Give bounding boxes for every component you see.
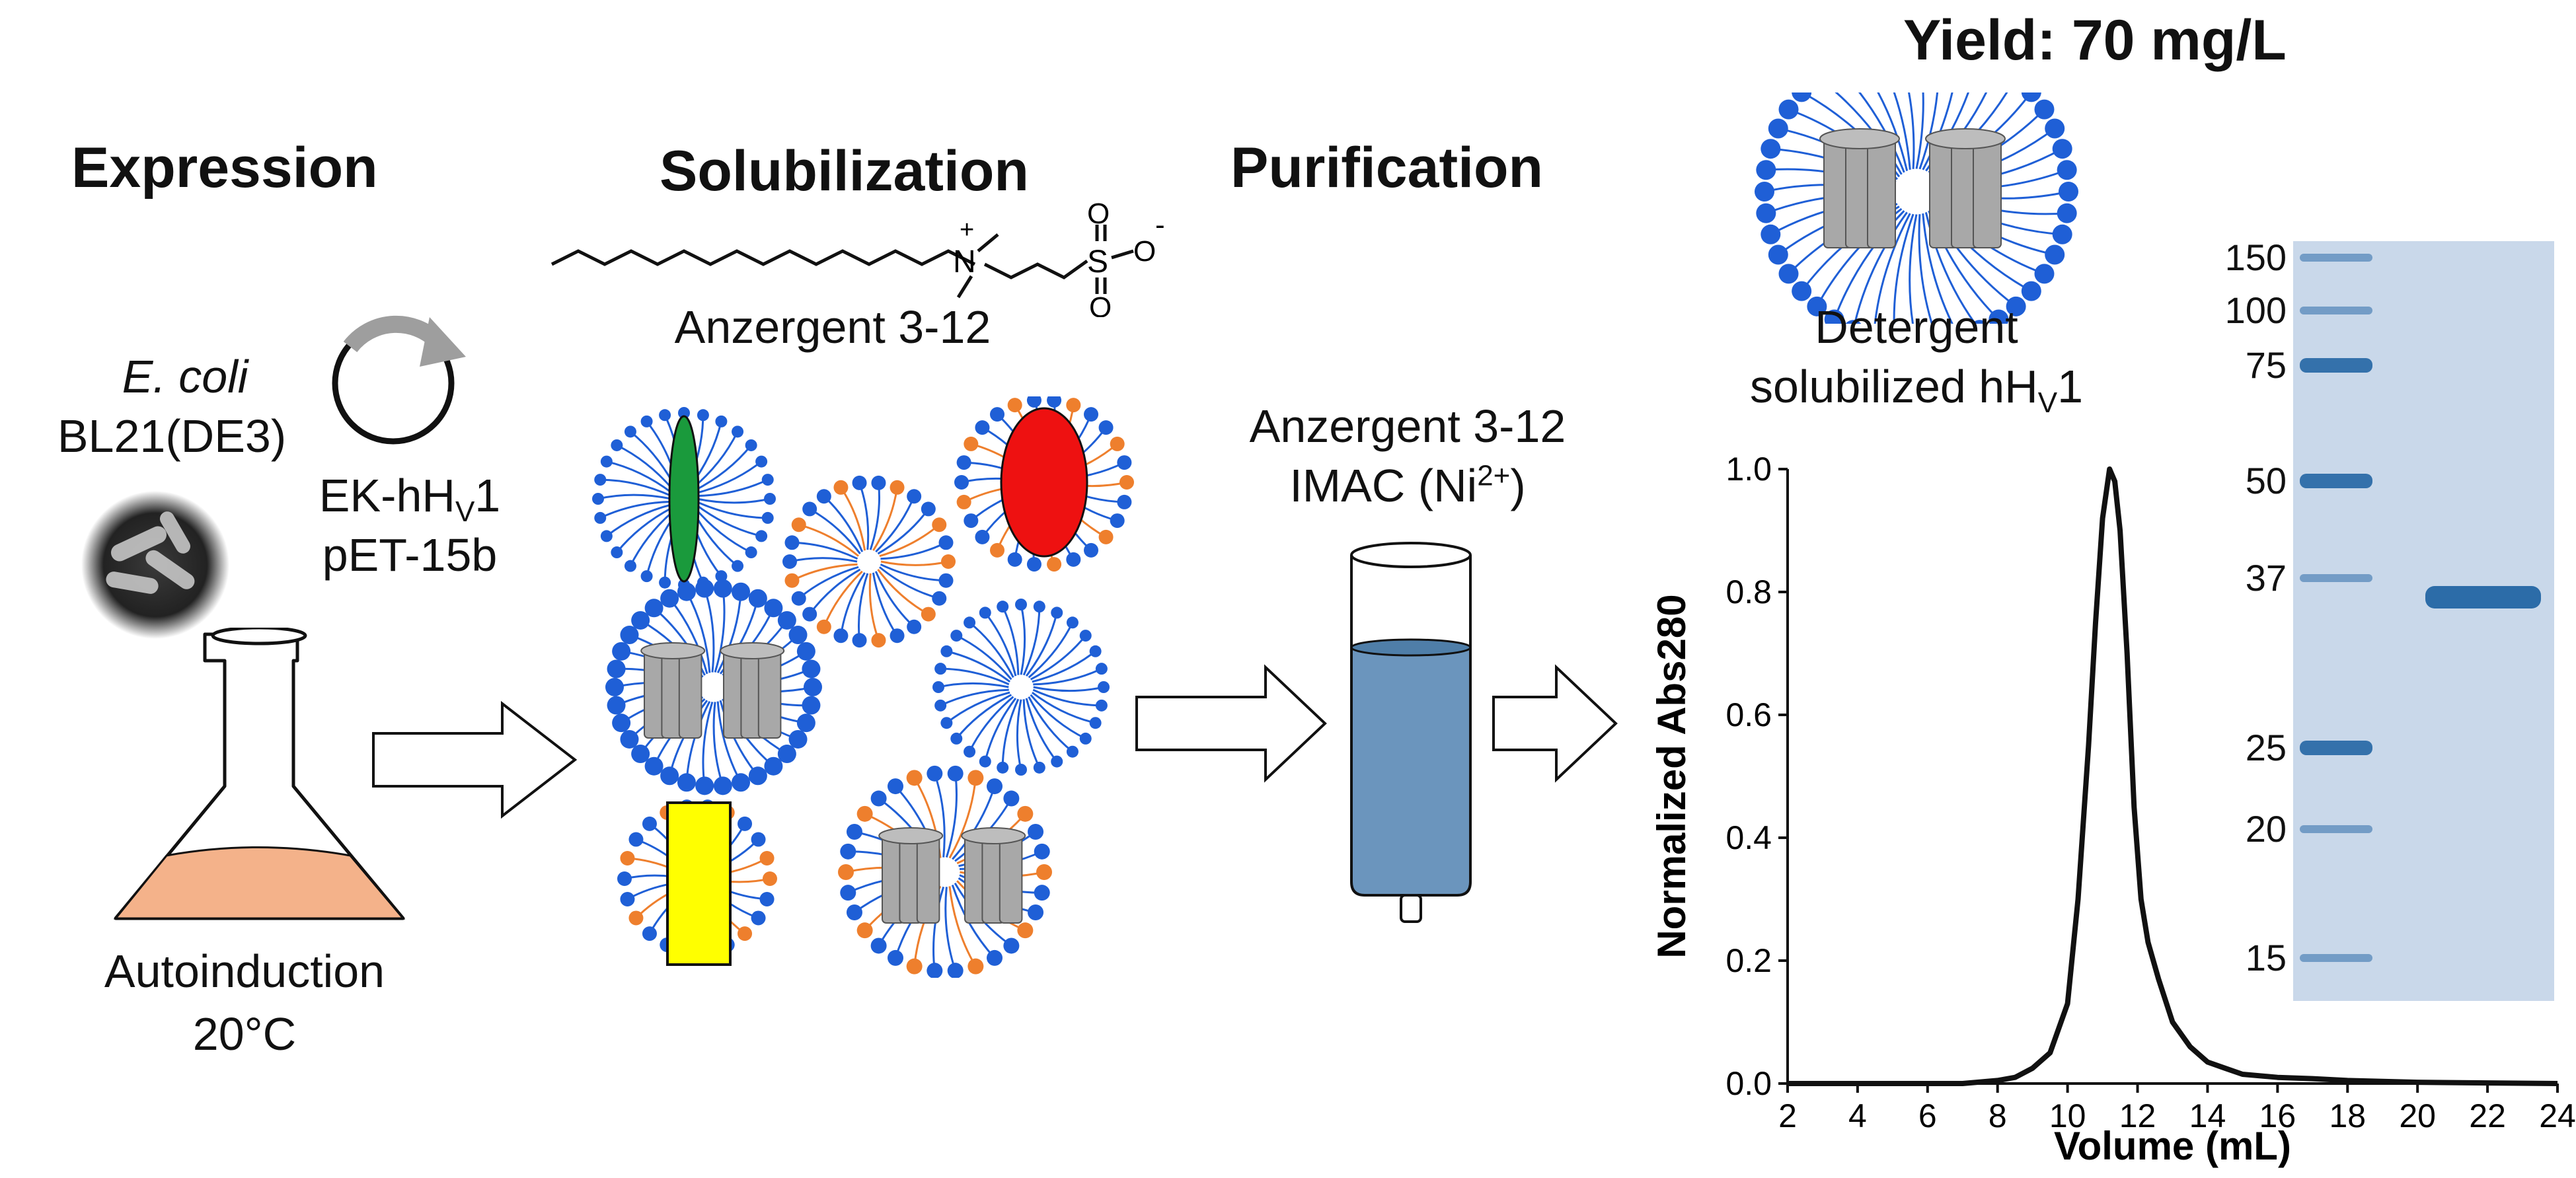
heading-solubilization: Solubilization [660, 139, 1029, 203]
gel-marker-label: 15 [2245, 937, 2287, 978]
x-tick-label: 20 [2399, 1097, 2436, 1134]
plasmid-icon [332, 315, 466, 445]
x-tick-label: 12 [2119, 1097, 2156, 1134]
chromatogram-trace [1788, 466, 2558, 1086]
heading-yield: Yield: 70 mg/L [1903, 9, 2287, 72]
gel-marker-band [2300, 954, 2372, 962]
gel-marker-band [2300, 574, 2372, 582]
gel-marker-band [2300, 741, 2372, 755]
x-axis-label: Volume (mL) [2054, 1124, 2291, 1168]
y-axis-label: Normalized Abs280 [1649, 594, 1694, 958]
gel-marker-band [2300, 474, 2372, 488]
induction-method: Autoinduction [104, 945, 385, 997]
gel-marker-label: 37 [2245, 557, 2287, 599]
product-label-line2: solubilized hHV1 [1749, 361, 2084, 419]
svg-text:+: + [960, 216, 974, 244]
detergent-label: Anzergent 3-12 [674, 301, 991, 353]
y-tick-label: 0.8 [1725, 573, 1772, 610]
x-tick-label: 4 [1848, 1097, 1867, 1134]
purification-detergent: Anzergent 3-12 [1249, 400, 1566, 452]
plasmid-name: EK-hHV1 [319, 470, 501, 528]
ecoli-micrograph-image [81, 491, 229, 639]
arrow-purification-to-product [1492, 664, 1618, 783]
detergent-solubilized-channel-icon [1755, 92, 2078, 324]
svg-text:O: O [1089, 291, 1112, 317]
heading-purification: Purification [1231, 136, 1544, 200]
y-tick-label: 1.0 [1725, 451, 1772, 488]
gel-sample-band [2425, 586, 2541, 608]
gel-marker-band [2300, 358, 2372, 373]
vector-name: pET-15b [322, 529, 498, 581]
x-tick-label: 22 [2469, 1097, 2506, 1134]
gel-marker-band [2300, 307, 2372, 314]
gel-marker-label: 100 [2224, 289, 2287, 331]
gel-marker-labels: 150 100 75 50 37 25 20 15 [2194, 237, 2287, 1001]
x-tick-label: 24 [2539, 1097, 2576, 1134]
sds-page-gel [2293, 241, 2554, 1001]
product-label-line1: Detergent [1815, 301, 2018, 353]
svg-text:-: - [1155, 209, 1165, 241]
gel-marker-label: 20 [2245, 808, 2287, 850]
anzergent-structure: N + S O O O - [550, 198, 1165, 317]
y-tick-label: 0.4 [1725, 819, 1772, 856]
y-tick-label: 0.2 [1725, 942, 1772, 979]
culture-flask-icon [113, 628, 406, 920]
svg-text:S: S [1087, 244, 1108, 279]
purification-method: IMAC (Ni2+) [1289, 459, 1526, 511]
gel-marker-band [2300, 825, 2372, 833]
svg-text:O: O [1133, 235, 1156, 268]
x-tick-label: 10 [2049, 1097, 2086, 1134]
y-tick-label: 0.0 [1725, 1065, 1772, 1102]
svg-text:O: O [1087, 198, 1110, 230]
strain-name: BL21(DE3) [57, 410, 287, 462]
gel-marker-band [2300, 254, 2372, 262]
gel-marker-label: 75 [2245, 344, 2287, 386]
x-tick-label: 2 [1778, 1097, 1797, 1134]
y-tick-label: 0.6 [1725, 696, 1772, 733]
arrow-expression-to-solubilization [372, 700, 578, 819]
imac-column-icon [1350, 542, 1472, 923]
solubilized-micelles-illustration [592, 396, 1134, 978]
x-tick-label: 14 [2189, 1097, 2226, 1134]
gel-marker-label: 150 [2224, 237, 2287, 278]
svg-text:N: N [953, 244, 976, 279]
induction-temperature: 20°C [192, 1008, 297, 1060]
organism-name: E. coli [122, 351, 248, 402]
x-tick-label: 8 [1989, 1097, 2007, 1134]
x-tick-label: 6 [1918, 1097, 1937, 1134]
gel-marker-label: 50 [2245, 460, 2287, 501]
arrow-solubilization-to-purification [1135, 664, 1327, 783]
heading-expression: Expression [71, 136, 378, 200]
x-tick-label: 18 [2329, 1097, 2366, 1134]
gel-marker-label: 25 [2245, 727, 2287, 768]
x-tick-label: 16 [2259, 1097, 2296, 1134]
